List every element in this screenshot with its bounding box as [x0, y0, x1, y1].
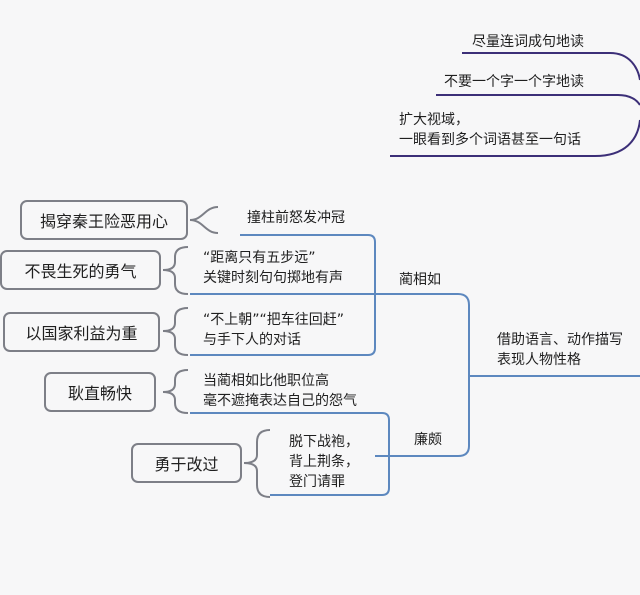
lian-item-text: 登门请罪 — [289, 474, 345, 490]
trait-box: 耿直畅快 — [44, 372, 156, 412]
top-branch-line — [390, 119, 640, 157]
lian-item-text: 当蔺相如比他职位高 — [203, 373, 329, 389]
lin-item-text: “距离只有五步远” — [203, 250, 316, 266]
top-item: 不要一个字一个字地读 — [444, 74, 584, 90]
lin-item-text: 与手下人的对话 — [203, 332, 301, 348]
lian-item-text: 背上荆条， — [289, 454, 359, 470]
top-item-wide-line1: 扩大视域， — [399, 112, 469, 128]
trait-bracket — [162, 369, 189, 414]
lin-item-text: 撞柱前怒发冲冠 — [247, 210, 345, 226]
person-lin: 蔺相如 — [399, 272, 441, 288]
trait-box: 不畏生死的勇气 — [0, 250, 161, 290]
trait-box: 勇于改过 — [131, 443, 242, 483]
trait-bracket — [162, 307, 189, 356]
trait-bracket — [162, 246, 189, 295]
top-item: 尽量连词成句地读 — [472, 34, 584, 50]
trait-bracket — [189, 206, 219, 234]
lian-bracket-line — [270, 412, 390, 496]
lin-item-text: 关键时刻句句掷地有声 — [203, 270, 343, 286]
root-label-line1: 借助语言、动作描写 — [497, 332, 623, 348]
person-lian: 廉颇 — [414, 432, 442, 448]
top-branch-line — [462, 52, 640, 81]
lian-item-text: 脱下战袍， — [289, 434, 359, 450]
top-item-wide-line2: 一眼看到多个词语甚至一句话 — [399, 132, 581, 148]
trait-box: 以国家利益为重 — [3, 312, 160, 352]
trait-bracket — [243, 429, 271, 498]
trait-box: 揭穿秦王险恶用心 — [20, 200, 188, 240]
root-label-line2: 表现人物性格 — [497, 352, 581, 368]
root-split-line — [457, 293, 470, 457]
lin-item-text: “不上朝”“把车往回赶” — [203, 312, 345, 328]
top-branch-line — [436, 94, 640, 106]
lian-item-text: 毫不遮掩表达自己的怨气 — [203, 393, 357, 409]
